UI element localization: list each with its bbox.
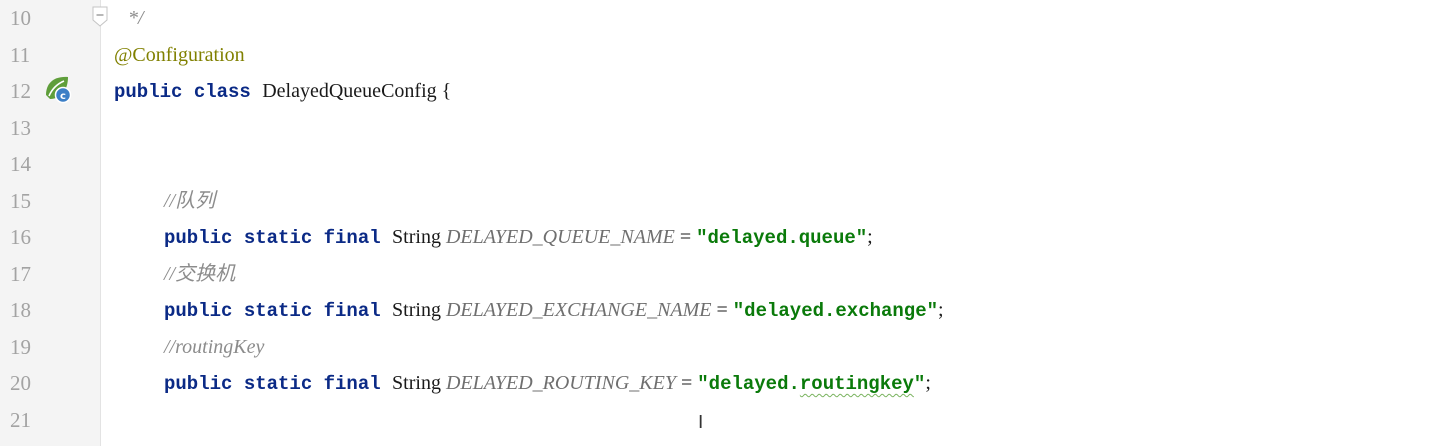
spring-bean-config-icon[interactable]: c xyxy=(42,73,74,105)
line-number: 15 xyxy=(10,188,31,213)
code-token: */ xyxy=(128,7,144,29)
line-number: 14 xyxy=(10,152,31,176)
code-token: ; xyxy=(867,226,873,248)
code-line[interactable]: 20 public static final String DELAYED_ROU… xyxy=(0,365,1448,401)
line-number: 17 xyxy=(10,261,31,286)
code-token: DELAYED_QUEUE_NAME xyxy=(445,226,675,248)
code-token: DelayedQueueConfig xyxy=(262,80,442,102)
code-line[interactable]: 19 //routingKey xyxy=(0,329,1448,365)
code-token: //队列 xyxy=(164,189,216,212)
code-text[interactable]: //routingKey xyxy=(164,329,264,365)
code-text[interactable]: public static final String DELAYED_ROUTI… xyxy=(164,365,931,402)
code-token: "delayed.exchange" xyxy=(732,300,939,322)
line-number: 21 xyxy=(10,407,31,432)
line-number: 12 xyxy=(10,79,31,103)
code-token: = xyxy=(675,372,698,394)
code-token: public static final xyxy=(164,227,393,249)
code-token: public class xyxy=(114,81,263,103)
code-token: DELAYED_ROUTING_KEY xyxy=(445,372,676,394)
code-text[interactable]: //队列 xyxy=(164,183,215,219)
code-line[interactable]: 17 //交换机 xyxy=(0,256,1448,292)
code-line[interactable]: 11 @Configuration xyxy=(0,37,1448,73)
code-line[interactable]: 16 public static final String DELAYED_QUE… xyxy=(0,219,1448,255)
code-text[interactable]: //交换机 xyxy=(164,256,235,292)
code-text[interactable]: @Configuration xyxy=(114,37,245,73)
code-token: " xyxy=(913,373,926,395)
code-token: "delayed.queue" xyxy=(696,227,868,249)
gutter xyxy=(0,0,101,446)
code-token: routingkey xyxy=(799,373,914,395)
svg-text:c: c xyxy=(60,91,66,102)
code-token: public static final xyxy=(164,373,393,395)
code-token: @Configuration xyxy=(114,43,245,66)
fold-collapse-icon[interactable] xyxy=(91,6,109,28)
code-text[interactable]: public class DelayedQueueConfig { xyxy=(114,73,451,110)
code-token: String xyxy=(392,372,446,394)
line-number: 10 xyxy=(10,6,31,30)
code-text[interactable]: public static final String DELAYED_EXCHA… xyxy=(164,292,944,329)
code-line[interactable]: 18 public static final String DELAYED_EXC… xyxy=(0,292,1448,328)
line-number: 16 xyxy=(10,225,31,249)
code-line[interactable]: 15 //队列 xyxy=(0,183,1448,219)
code-token: { xyxy=(441,80,452,102)
line-number: 19 xyxy=(10,334,31,359)
code-token: = xyxy=(711,299,733,321)
code-line[interactable]: 12 public class DelayedQueueConfig { xyxy=(0,73,1448,109)
line-number: 11 xyxy=(10,42,31,67)
code-token: ; xyxy=(925,372,931,394)
code-line[interactable]: 14 xyxy=(0,146,1448,182)
code-token: = xyxy=(674,226,697,248)
code-text[interactable]: public static final String DELAYED_QUEUE… xyxy=(164,219,873,256)
code-text[interactable]: */ xyxy=(128,0,144,36)
code-line[interactable]: 13 xyxy=(0,110,1448,146)
code-token: //交换机 xyxy=(164,262,236,285)
line-number: 18 xyxy=(10,298,31,322)
code-token: String xyxy=(392,299,446,321)
code-line[interactable]: 21 xyxy=(0,402,1448,438)
code-token: DELAYED_EXCHANGE_NAME xyxy=(445,299,712,321)
code-token: "delayed. xyxy=(697,373,800,395)
code-token: String xyxy=(392,226,446,248)
line-number: 13 xyxy=(10,115,31,140)
code-token: public static final xyxy=(164,300,393,322)
code-token: ; xyxy=(938,299,944,321)
text-cursor-icon: I xyxy=(698,412,704,433)
code-token: //routingKey xyxy=(164,335,265,358)
line-number: 20 xyxy=(10,371,31,395)
code-line[interactable]: 10 */ xyxy=(0,0,1448,36)
